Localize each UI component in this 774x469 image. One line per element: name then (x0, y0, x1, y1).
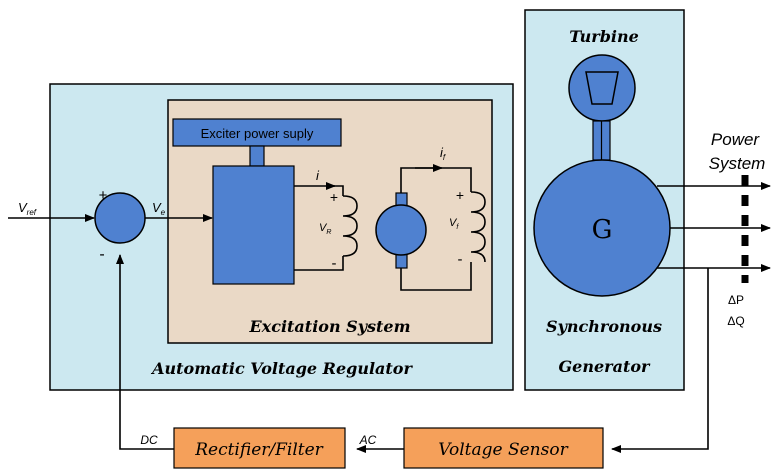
system-label: System (709, 154, 766, 173)
vf-label: Vf (449, 217, 459, 231)
delta-q-label: ΔQ (727, 314, 744, 328)
supply-connector (249, 145, 265, 167)
dc-machine (375, 204, 427, 256)
rectifier-filter-box (173, 427, 346, 469)
vf-plus-sign: + (456, 187, 464, 203)
exciter-bottom-wire (294, 256, 344, 271)
avr-caption: Automatic Voltage Regulator (150, 359, 413, 378)
vr-coil (342, 195, 358, 257)
generator-symbol: G (592, 215, 613, 245)
vf-minus-sign: - (458, 251, 463, 268)
dc-wire (116, 254, 174, 450)
delta-p-label: ΔP (728, 293, 744, 307)
dc-label: DC (140, 433, 158, 447)
synchronous-label: Synchronous (546, 317, 662, 336)
turbine-label: Turbine (569, 27, 639, 46)
vref-label: Vref (18, 200, 37, 217)
exciter-top-wire-down (330, 185, 344, 196)
power-label: Power (711, 130, 761, 149)
rectifier-filter-label: Rectifier/Filter (194, 440, 323, 460)
field-wire-bottom (400, 262, 472, 291)
turbine-icon (585, 71, 619, 105)
feedback-tap-wire (611, 268, 709, 453)
vr-plus-sign: + (330, 189, 338, 205)
generator-label: Generator (559, 357, 652, 376)
voltage-sensor-label: Voltage Sensor (438, 440, 568, 460)
sum-plus-sign: + (99, 187, 108, 204)
if-label: if (440, 145, 446, 162)
vf-coil (470, 191, 486, 263)
vr-label: VR (319, 222, 331, 236)
exciter-block (212, 165, 295, 285)
sum-minus-sign: - (99, 246, 104, 263)
excitation-system-caption: Excitation System (248, 317, 410, 336)
exciter-power-supply-label: Exciter power suply (201, 126, 314, 141)
ve-label: Ve (152, 200, 166, 217)
ac-label: AC (359, 433, 377, 447)
vr-minus-sign: - (332, 255, 337, 272)
i-label: i (316, 168, 320, 183)
exciter-power-supply-box (172, 118, 342, 147)
voltage-sensor-box (403, 427, 604, 469)
